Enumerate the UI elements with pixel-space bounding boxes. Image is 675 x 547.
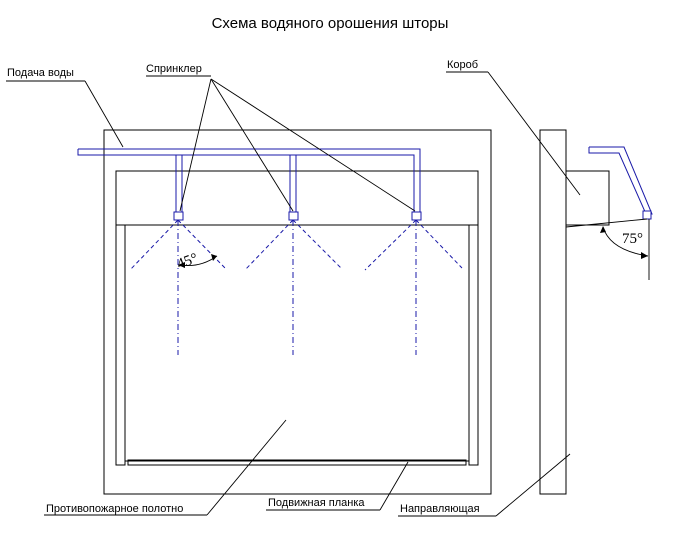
moving-bar: [127, 459, 467, 466]
side-spray: 75°: [565, 218, 650, 280]
sprinkler-label: Спринклер: [146, 63, 202, 75]
sprinkler-head-3: [411, 211, 422, 221]
fire-curtain-sheet: [124, 224, 470, 462]
fire-curtain-label: Противопожарное полотно: [46, 503, 183, 515]
side-guide: [539, 129, 567, 495]
side-angle-label: 75°: [622, 231, 643, 247]
left-guide-rail: [115, 224, 126, 466]
right-guide-rail: [468, 224, 479, 466]
side-box: [565, 170, 610, 226]
sprinkler-head-2: [288, 211, 299, 221]
sprinkler-callout: Спринклер: [146, 63, 416, 212]
moving-bar-label: Подвижная планка: [268, 497, 365, 509]
side-pipe: [588, 146, 653, 220]
diagram-title: Схема водяного орошения шторы: [212, 15, 449, 32]
spray-angle-label: 45°: [175, 251, 200, 273]
sprinkler-head-1: [173, 211, 184, 221]
outer-frame: [103, 129, 492, 495]
spray-angle-marker: 45°: [175, 251, 218, 273]
guide-label: Направляющая: [400, 503, 480, 515]
box-callout: Короб: [446, 59, 581, 196]
water-supply-callout: Подача воды: [6, 67, 124, 148]
spray-cone-2: [244, 219, 342, 355]
spray-cone-3: [364, 219, 463, 355]
side-sprinkler-head: [642, 210, 652, 220]
spray-cone-1: [129, 219, 226, 355]
water-supply-label: Подача воды: [7, 67, 74, 79]
water-supply-pipe: [77, 148, 421, 213]
moving-bar-callout: Подвижная планка: [266, 461, 409, 511]
guide-callout: Направляющая: [398, 453, 571, 517]
fire-curtain-callout: Противопожарное полотно: [44, 419, 287, 516]
box-label: Короб: [447, 59, 478, 71]
